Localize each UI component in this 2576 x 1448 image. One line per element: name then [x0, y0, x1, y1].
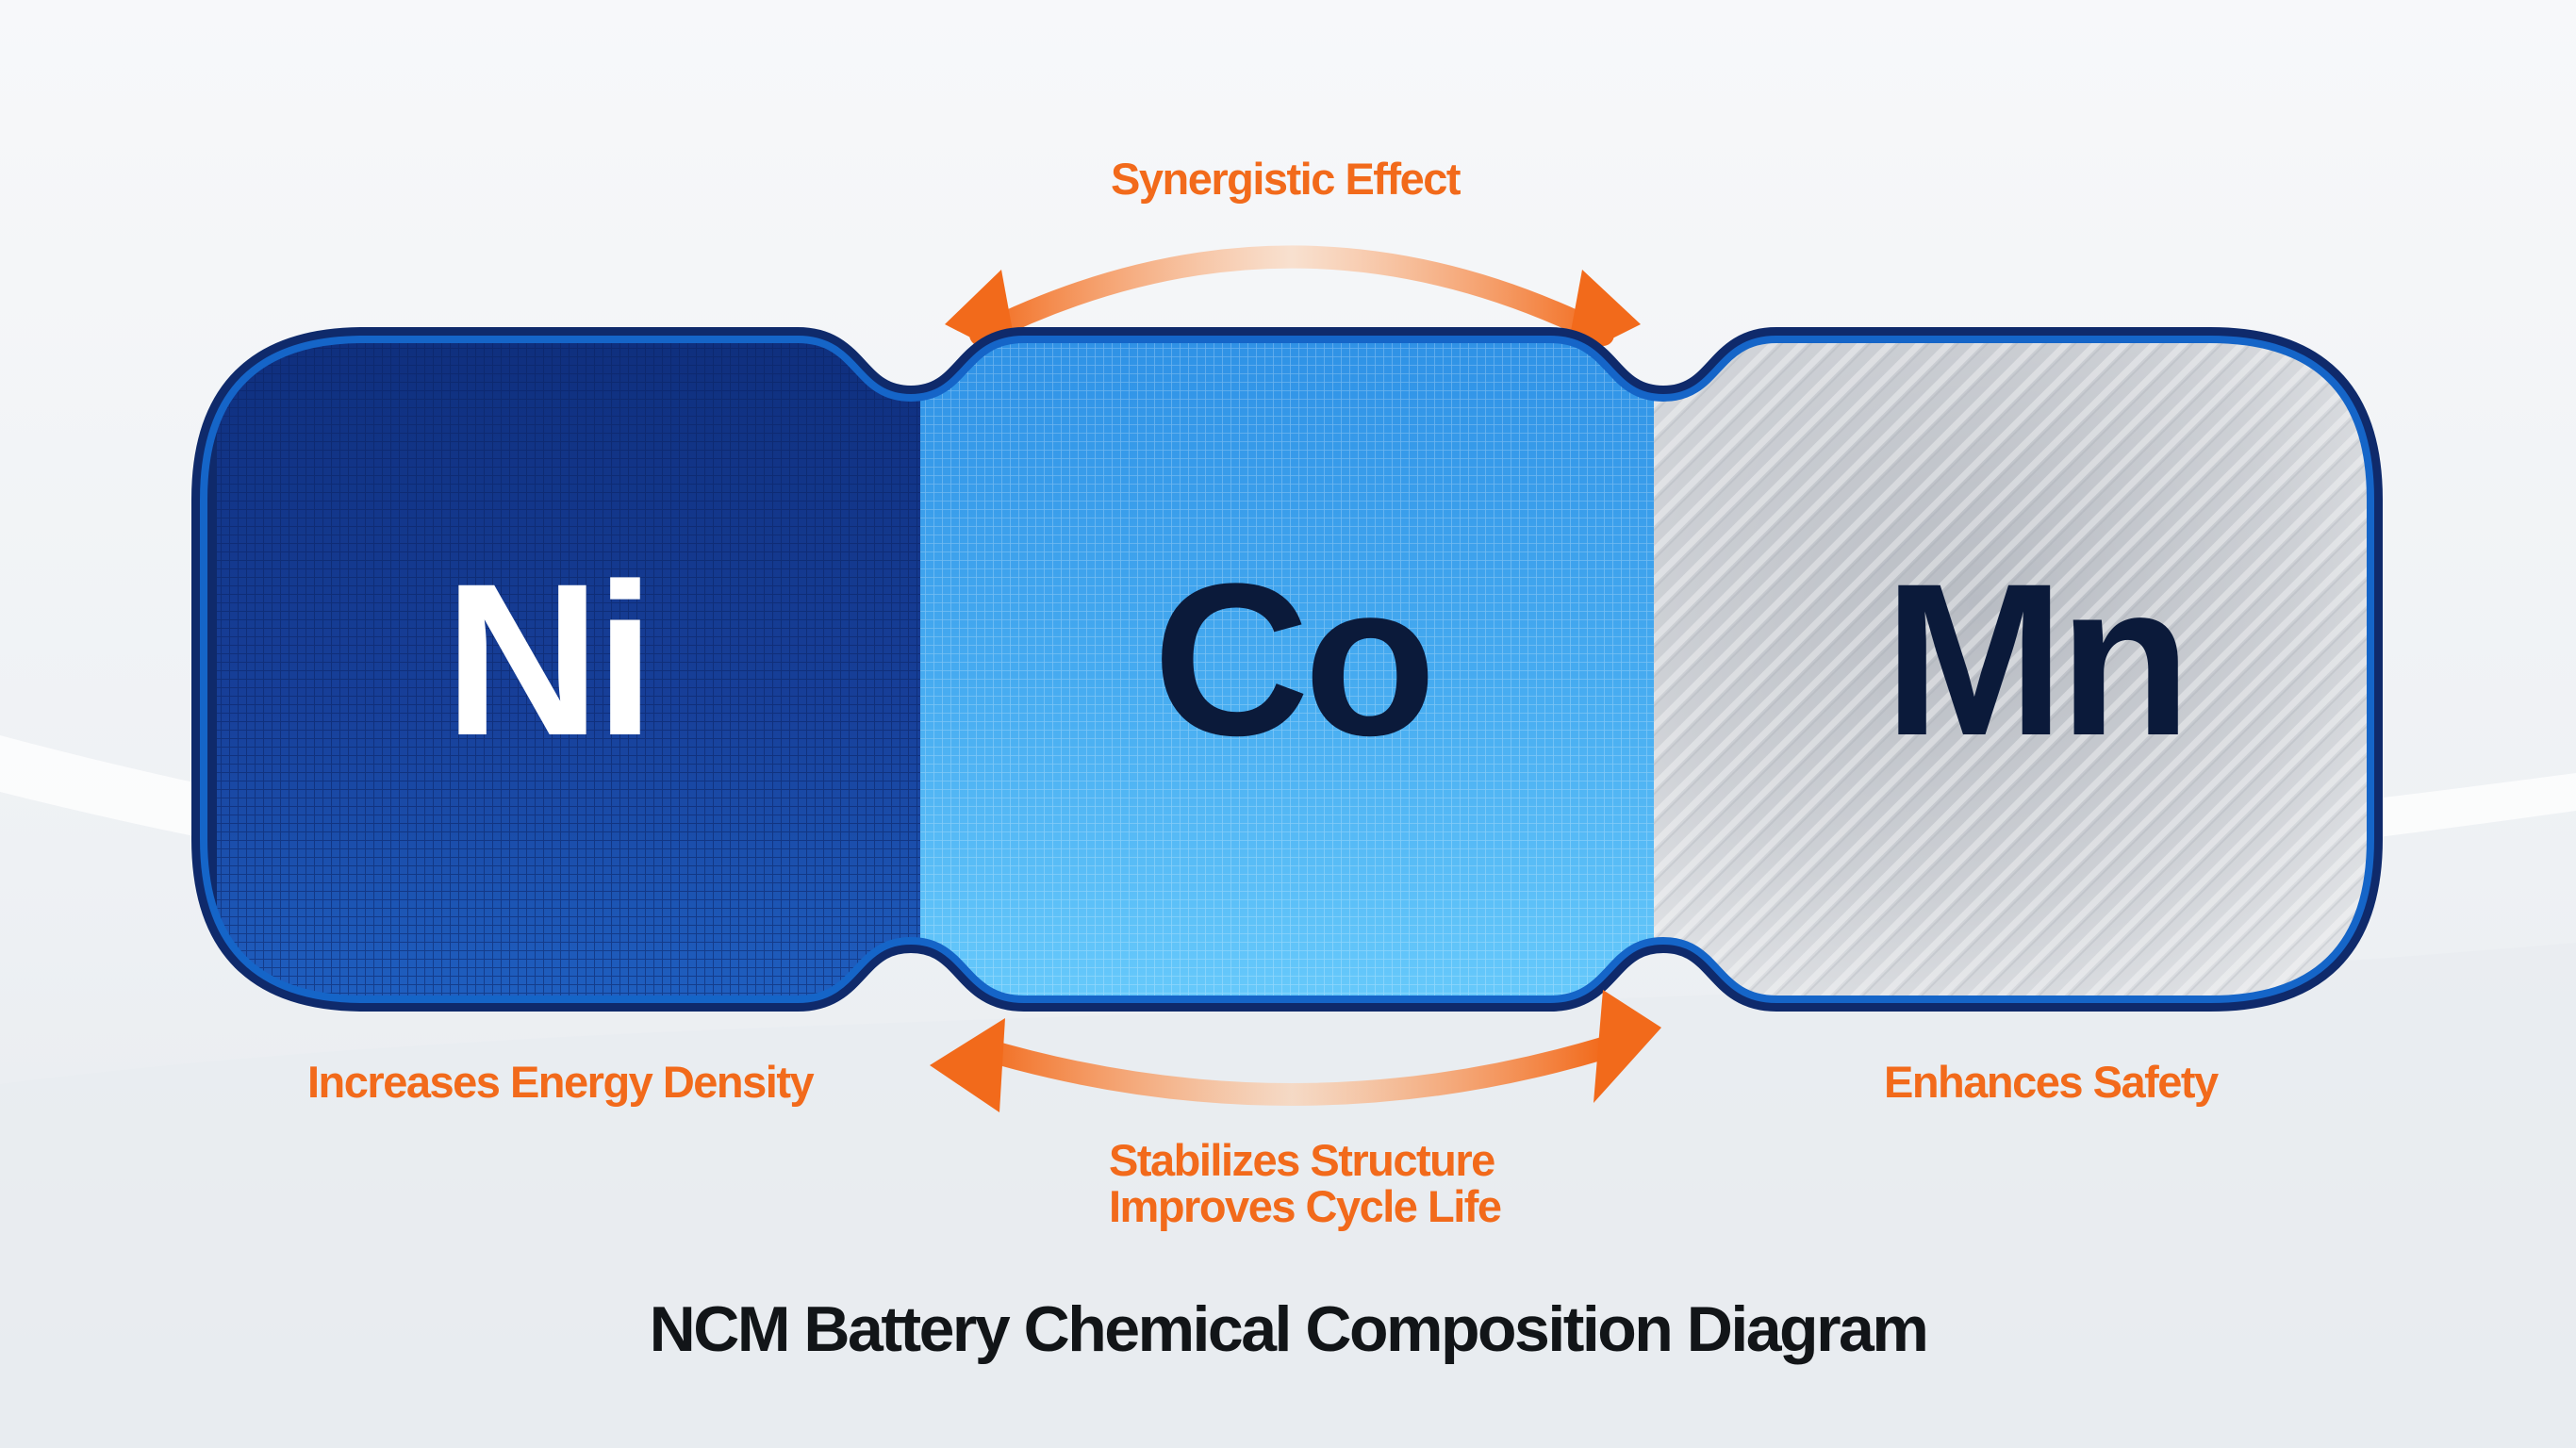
mn-symbol: Mn — [1883, 538, 2191, 781]
bottom-arrow-right-head — [1593, 990, 1661, 1103]
background-floor — [0, 943, 2576, 1448]
co-role-label-line1: Stabilizes Structure — [1109, 1135, 1495, 1185]
co-symbol: Co — [1152, 538, 1437, 781]
composition-bar — [191, 327, 2383, 1012]
bottom-arrow — [930, 990, 1661, 1112]
composition-inner-rim — [200, 336, 2374, 1003]
ni-symbol: Ni — [444, 538, 655, 781]
ni-role-label: Increases Energy Density — [307, 1057, 815, 1107]
bottom-arrow-left-head — [930, 1018, 1005, 1112]
synergistic-effect-label: Synergistic Effect — [1111, 154, 1461, 204]
co-role-label-line2: Improves Cycle Life — [1109, 1181, 1502, 1231]
diagram-title: NCM Battery Chemical Composition Diagram — [649, 1293, 1929, 1365]
mn-role-label: Enhances Safety — [1884, 1057, 2219, 1107]
